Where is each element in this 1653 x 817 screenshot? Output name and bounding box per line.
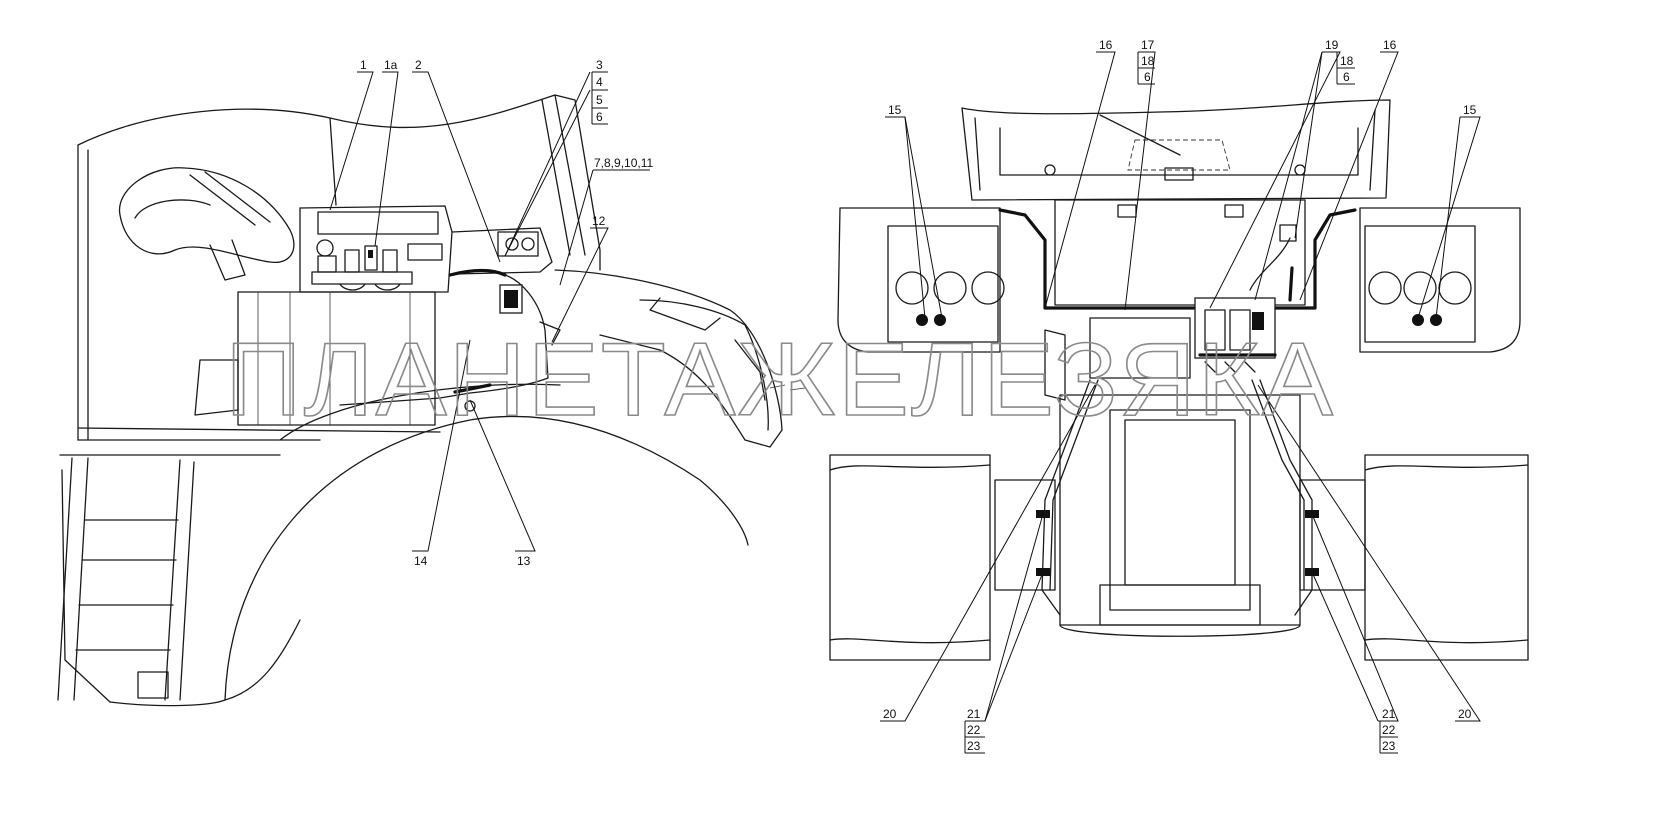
callout-6: 6 <box>596 110 603 124</box>
callout-1: 1 <box>360 58 367 72</box>
callout-5: 5 <box>596 93 603 107</box>
rear-window-frame <box>961 99 1391 201</box>
callout-15-right: 15 <box>1463 103 1477 117</box>
left-cab-side-view <box>57 94 806 707</box>
callout-15-left: 15 <box>888 103 902 117</box>
callout-20-left: 20 <box>883 707 897 721</box>
callout-4: 4 <box>596 75 603 89</box>
callout-6-b: 6 <box>1343 70 1350 84</box>
callout-14: 14 <box>414 554 428 568</box>
callout-16-left: 16 <box>1099 38 1113 52</box>
callout-17: 17 <box>1141 38 1155 52</box>
callout-22-left: 22 <box>967 723 981 737</box>
callout-21-right: 21 <box>1382 707 1396 721</box>
callout-23-right: 23 <box>1382 739 1396 753</box>
callout-22-right: 22 <box>1382 723 1396 737</box>
callout-23-left: 23 <box>967 739 981 753</box>
callout-18-a: 18 <box>1141 54 1155 68</box>
rear-fender-left <box>837 207 1001 353</box>
callout-19: 19 <box>1325 38 1339 52</box>
callout-3: 3 <box>596 58 603 72</box>
hose-line-right <box>1268 208 1357 310</box>
rear-tyre-left <box>829 454 991 661</box>
callout-21-left: 21 <box>967 707 981 721</box>
steering-wheel <box>118 167 295 263</box>
rear-tyre-right <box>1364 454 1529 661</box>
leader-lines <box>329 51 1481 754</box>
callout-12: 12 <box>592 214 606 228</box>
dashboard-panel <box>299 205 453 293</box>
callout-1a: 1а <box>384 58 398 72</box>
control-levers <box>311 239 413 291</box>
callout-6-a: 6 <box>1144 70 1151 84</box>
hood <box>554 269 783 448</box>
callout-labels: 1 1а 2 3 4 5 6 7,8,9,10,11 12 13 14 15 1… <box>360 38 1477 753</box>
callout-20-right: 20 <box>1458 707 1472 721</box>
valve-block <box>1194 297 1277 373</box>
rear-fender-right <box>1359 207 1521 353</box>
hose-line-left <box>998 208 1212 310</box>
watermark-text: ПЛАНЕТАЖЕЛЕЗЯКА <box>225 322 1335 438</box>
fender-arch <box>224 415 749 701</box>
callout-7-11: 7,8,9,10,11 <box>594 156 653 170</box>
callout-16-right: 16 <box>1383 38 1397 52</box>
callout-2: 2 <box>415 58 422 72</box>
callout-18-b: 18 <box>1340 54 1354 68</box>
callout-13: 13 <box>517 554 531 568</box>
right-rear-view <box>829 99 1529 661</box>
access-ladder <box>57 457 195 701</box>
